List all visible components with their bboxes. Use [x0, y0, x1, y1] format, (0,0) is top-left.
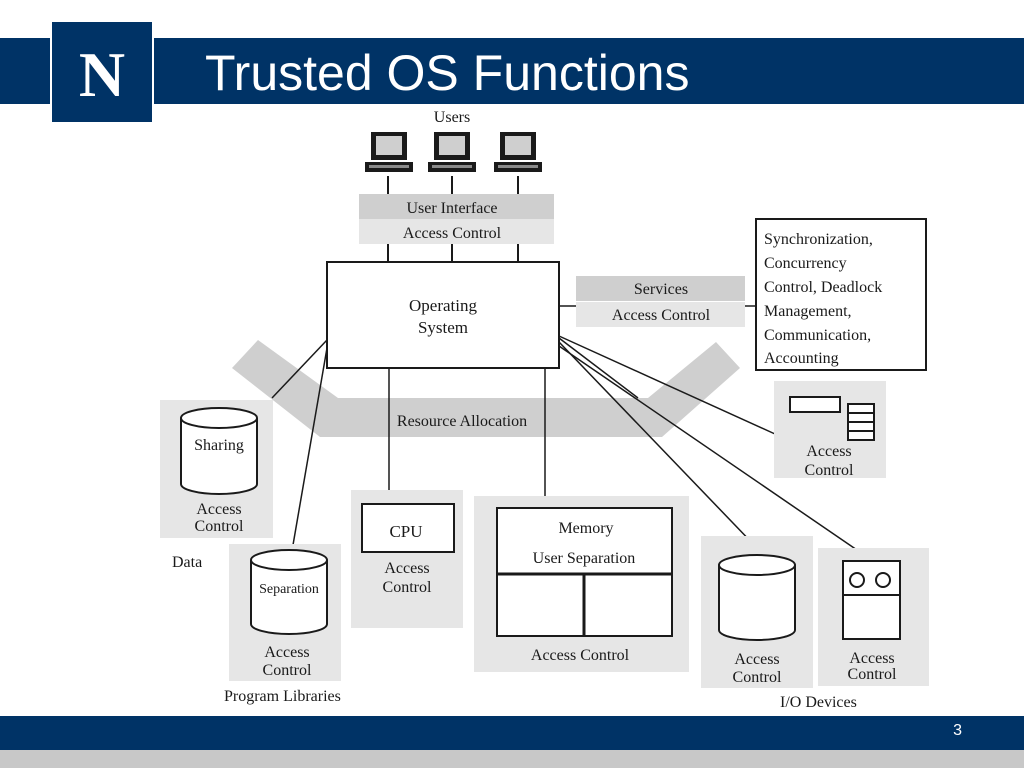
device-access-line1: Access: [806, 443, 851, 460]
computer-icon-2: [428, 132, 476, 172]
cpu-label: CPU: [389, 522, 422, 541]
sharing-access-line1: Access: [196, 501, 241, 518]
operating-system-box: [326, 261, 560, 369]
os-label-line2: System: [418, 318, 468, 337]
separation-label: Separation: [259, 582, 319, 597]
ui-access-control-label: Access Control: [403, 225, 502, 242]
cpu-access-line1: Access: [384, 560, 429, 577]
device-access-line2: Control: [805, 462, 854, 479]
cpu-box: [361, 503, 455, 553]
sync-line-3: Control, Deadlock: [764, 279, 882, 296]
services-label: Services: [634, 281, 688, 298]
title-bar: [0, 38, 1024, 104]
user-connector-lines: [387, 176, 519, 262]
sharing-access-line2: Control: [195, 518, 244, 535]
footer-bar: [0, 716, 1024, 750]
cpu-access-line2: Control: [383, 579, 432, 596]
ui-access-control-band: [359, 219, 554, 244]
tape-access-line2: Control: [848, 666, 897, 683]
computer-icon-3: [494, 132, 542, 172]
logo-letter: N: [79, 39, 125, 110]
sync-line-6: Accounting: [764, 350, 839, 367]
services-band: [576, 276, 745, 301]
tape-access-line1: Access: [849, 650, 894, 667]
user-interface-label: User Interface: [406, 200, 497, 217]
separation-access-line2: Control: [263, 662, 312, 679]
sync-line-1: Synchronization,: [764, 231, 873, 248]
tape-drive-icon: [842, 560, 901, 640]
memory-access-control-label: Access Control: [531, 647, 630, 664]
io-disk-access-line1: Access: [734, 651, 779, 668]
user-separation-label: User Separation: [533, 550, 636, 567]
memory-label: Memory: [558, 520, 613, 537]
page-number: 3: [953, 722, 962, 739]
io-disk-access-line2: Control: [733, 669, 782, 686]
footer-strip: [0, 750, 1024, 768]
services-access-control-band: [576, 302, 745, 327]
n-logo-icon: N: [79, 39, 125, 110]
synchronization-box: [755, 218, 927, 371]
computer-icon-1: [365, 132, 413, 172]
program-libraries-label: Program Libraries: [224, 688, 341, 705]
slide-title: Trusted OS Functions: [205, 45, 690, 101]
data-label: Data: [172, 554, 202, 571]
separation-disk-icon: [250, 549, 328, 635]
resource-allocation-label: Resource Allocation: [397, 413, 527, 430]
os-connector-lines: [271, 305, 858, 551]
user-interface-band: [359, 194, 554, 219]
separation-access-line1: Access: [264, 644, 309, 661]
services-access-control-label: Access Control: [612, 307, 711, 324]
sync-line-5: Communication,: [764, 327, 871, 344]
sharing-disk-icon: [180, 407, 258, 495]
device-stack-icon: [847, 403, 875, 441]
resource-allocation-band: [232, 340, 740, 437]
university-logo: N: [50, 20, 154, 124]
sharing-label: Sharing: [194, 437, 244, 454]
sync-line-2: Concurrency: [764, 255, 847, 272]
io-devices-label: I/O Devices: [780, 694, 857, 711]
users-label: Users: [434, 109, 470, 126]
os-label-line1: Operating: [409, 296, 477, 315]
sync-line-4: Management,: [764, 303, 852, 320]
terminal-icon: [789, 396, 841, 413]
io-disk-icon: [718, 554, 796, 641]
